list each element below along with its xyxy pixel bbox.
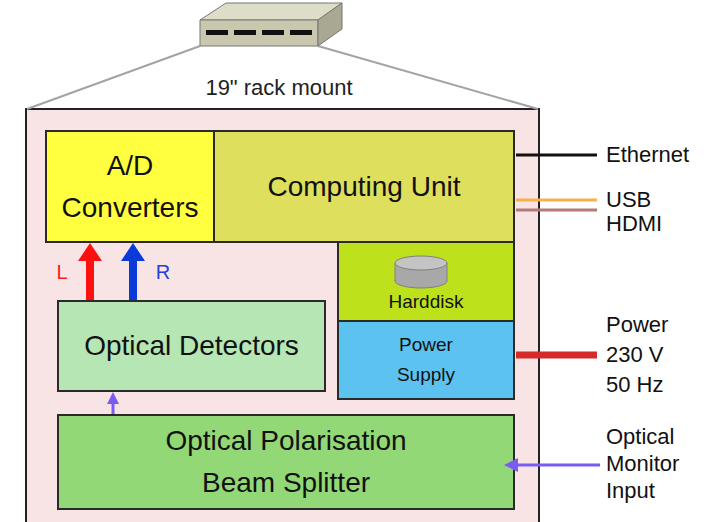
power-cable bbox=[516, 352, 597, 359]
power-supply-box: Power Supply bbox=[337, 320, 515, 400]
device-front bbox=[200, 20, 318, 46]
arrow-shaft bbox=[86, 260, 94, 300]
label-anchor: USB bbox=[606, 188, 706, 212]
signal-arrow bbox=[121, 243, 145, 300]
signal-arrow bbox=[107, 392, 119, 414]
rack-housing: A/D Converters Computing UnitHarddiskOpti… bbox=[25, 108, 540, 522]
housing-heading: 19" rack mount bbox=[169, 75, 389, 101]
detector-box: Optical Detectors bbox=[57, 300, 326, 392]
device-slot bbox=[290, 30, 312, 35]
module-name: Harddisk bbox=[389, 290, 464, 314]
input-arrow-shaft bbox=[517, 464, 600, 467]
module-name: A/D Converters bbox=[55, 145, 205, 229]
converter-box: A/D Converters bbox=[45, 130, 215, 243]
ethernet-cable bbox=[516, 154, 597, 157]
label-anchor: R bbox=[143, 260, 183, 284]
arrow-head bbox=[78, 243, 102, 261]
device-top bbox=[200, 3, 342, 20]
hdmi-cable bbox=[516, 209, 597, 212]
label-anchor: Power 230 V 50 Hz bbox=[606, 310, 690, 400]
port-label: Ethernet bbox=[606, 143, 706, 167]
perspective-line bbox=[318, 46, 538, 109]
arrow-shaft bbox=[112, 403, 115, 414]
device-slot bbox=[206, 30, 228, 35]
disk-edge bbox=[395, 263, 396, 281]
disk-edge bbox=[447, 263, 448, 281]
arrow-head bbox=[121, 243, 145, 261]
label-anchor: Optical Monitor Input bbox=[606, 423, 690, 504]
port-label: Optical Monitor Input bbox=[606, 423, 690, 504]
module-name: Computing Unit bbox=[268, 166, 461, 208]
module-name: Optical Polarisation Beam Splitter bbox=[136, 420, 436, 504]
label-anchor: HDMI bbox=[606, 212, 706, 236]
port-label: HDMI bbox=[606, 212, 706, 236]
input-arrow-head bbox=[504, 458, 518, 472]
module-name: Optical Detectors bbox=[84, 328, 299, 364]
channel-label: R bbox=[143, 260, 183, 284]
label-anchor: Ethernet bbox=[606, 143, 706, 167]
module-name: Power Supply bbox=[386, 330, 466, 390]
port-label: Power 230 V 50 Hz bbox=[606, 310, 690, 400]
disk-top bbox=[395, 256, 447, 270]
arrow-shaft bbox=[129, 260, 137, 300]
perspective-line bbox=[27, 46, 200, 109]
signal-arrow bbox=[78, 243, 102, 300]
device-slot bbox=[262, 30, 284, 35]
channel-label: L bbox=[42, 260, 82, 284]
computing-box: Computing Unit bbox=[213, 130, 515, 243]
beam-splitter-box: Optical Polarisation Beam Splitter bbox=[57, 414, 515, 510]
usb-cable bbox=[516, 199, 597, 202]
arrow-head bbox=[107, 392, 119, 404]
device-side bbox=[318, 3, 342, 46]
device-slot bbox=[234, 30, 256, 35]
label-anchor: L bbox=[42, 260, 82, 284]
port-label: USB bbox=[606, 188, 706, 212]
